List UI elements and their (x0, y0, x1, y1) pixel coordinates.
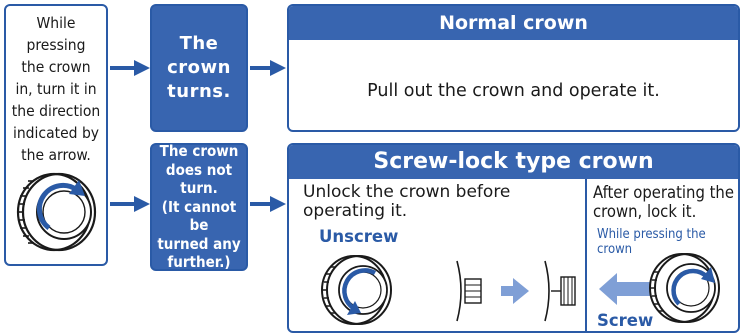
lock-instruction: After operating the crown, lock it. (593, 183, 734, 221)
result-crown-turns: The crown turns. (150, 4, 248, 132)
result-line: The crown (159, 142, 239, 161)
screw-label: Screw (597, 311, 654, 330)
normal-crown-text: Pull out the crown and operate it. (367, 81, 660, 101)
instruction-line: While pressing (26, 14, 86, 54)
screw-crown-icon (649, 253, 720, 323)
panel-divider (585, 179, 587, 331)
result-line: further.) (167, 253, 231, 272)
lock-line: crown, lock it. (593, 202, 697, 221)
result-line: does not (165, 160, 233, 179)
instruction-line: in, turn it in (15, 80, 97, 98)
unlock-line: operating it. (303, 201, 408, 221)
instruction-box: While pressing the crown in, turn it in … (4, 4, 108, 266)
instruction-line: the direction (11, 102, 101, 120)
while-pressing-label: While pressing the crown (597, 227, 706, 257)
crown-side-closed-icon (456, 260, 482, 322)
unscrew-crown-icon (321, 255, 392, 325)
arrow-right-icon (250, 60, 286, 76)
screw-lock-title: Screw-lock type crown (289, 145, 738, 179)
normal-crown-title: Normal crown (289, 6, 738, 40)
result-line: turn. (180, 179, 218, 198)
crown-rotate-icon (16, 172, 97, 252)
unlock-line: Unlock the crown before (303, 182, 511, 202)
lock-line: After operating the (593, 183, 734, 202)
instruction-text: While pressing the crown in, turn it in … (6, 12, 106, 166)
normal-crown-panel: Normal crown Pull out the crown and oper… (287, 4, 740, 132)
result-line: turned any (157, 234, 241, 253)
arrow-right-icon (110, 60, 150, 76)
arrow-right-icon (250, 196, 286, 212)
instruction-line: the arrow. (21, 146, 91, 164)
result-line: turns. (167, 81, 231, 102)
result-line: The (179, 33, 219, 54)
instruction-line: the crown (21, 58, 91, 76)
arrow-right-icon (110, 196, 150, 212)
crown-side-pulled-icon (544, 260, 576, 322)
result-line: (It cannot be (161, 197, 237, 235)
arrow-right-icon (501, 278, 529, 304)
unscrew-label: Unscrew (319, 227, 399, 246)
result-line: crown (167, 57, 231, 78)
result-crown-not-turn: The crown does not turn. (It cannot be t… (150, 142, 248, 272)
instruction-line: indicated by (12, 124, 100, 142)
screw-lock-panel: Screw-lock type crown Unlock the crown b… (287, 143, 740, 333)
push-arrow-icon (599, 273, 651, 305)
unlock-instruction: Unlock the crown before operating it. (303, 183, 510, 221)
